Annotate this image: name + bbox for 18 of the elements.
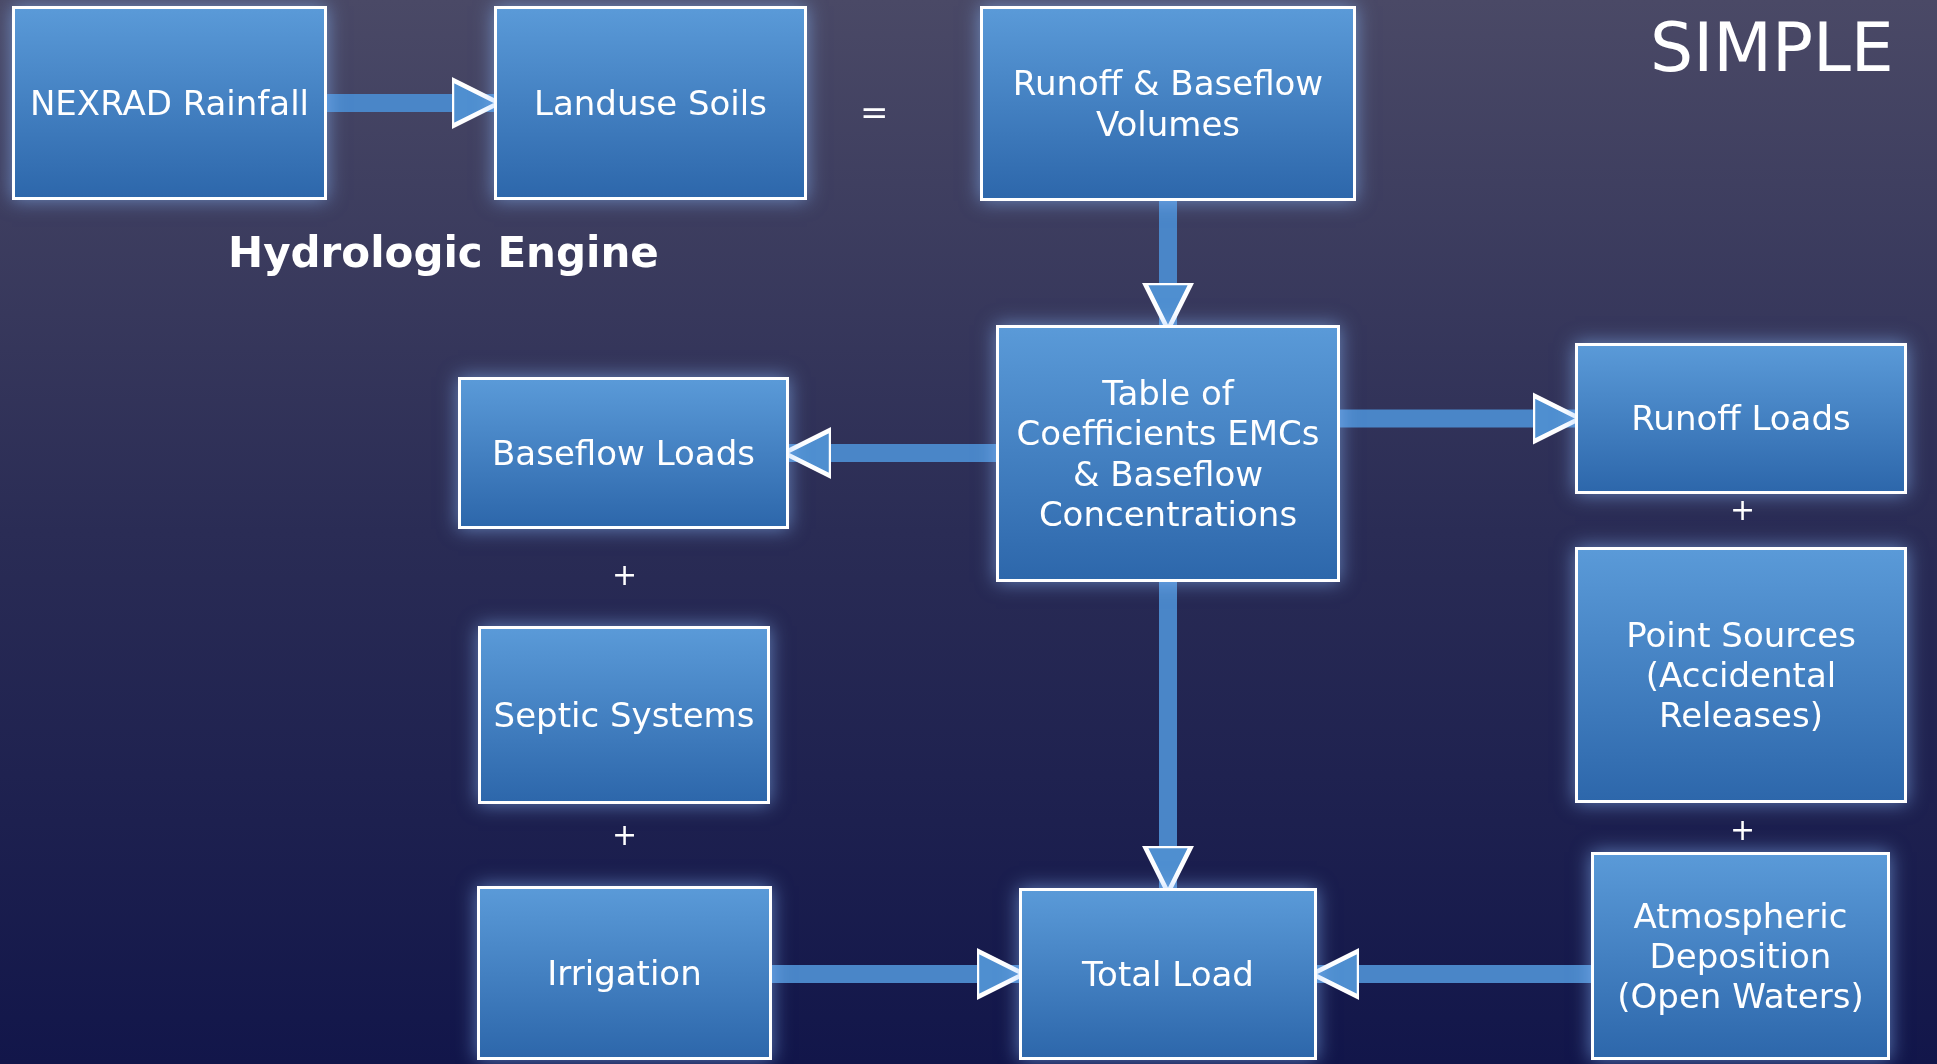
operator-symbol: + — [612, 560, 638, 590]
process-box: Runoff & Baseflow Volumes — [980, 6, 1356, 201]
process-box: Total Load — [1019, 888, 1317, 1060]
process-box: Atmospheric Deposition (Open Waters) — [1591, 852, 1890, 1060]
process-box: NEXRAD Rainfall — [12, 6, 327, 200]
process-box: Runoff Loads — [1575, 343, 1907, 494]
process-box: Irrigation — [477, 886, 772, 1060]
operator-symbol: = — [860, 95, 889, 129]
operator-symbol: + — [612, 820, 638, 850]
title-text: SIMPLE — [1650, 14, 1894, 82]
process-box: Point Sources (Accidental Releases) — [1575, 547, 1907, 803]
process-box: Landuse Soils — [494, 6, 807, 200]
process-box: Baseflow Loads — [458, 377, 789, 529]
process-box: Table of Coefficients EMCs & Baseflow Concentrations — [996, 325, 1340, 582]
process-box: Septic Systems — [478, 626, 770, 804]
operator-symbol: + — [1730, 495, 1756, 525]
section-label: Hydrologic Engine — [228, 232, 659, 274]
operator-symbol: + — [1730, 815, 1756, 845]
